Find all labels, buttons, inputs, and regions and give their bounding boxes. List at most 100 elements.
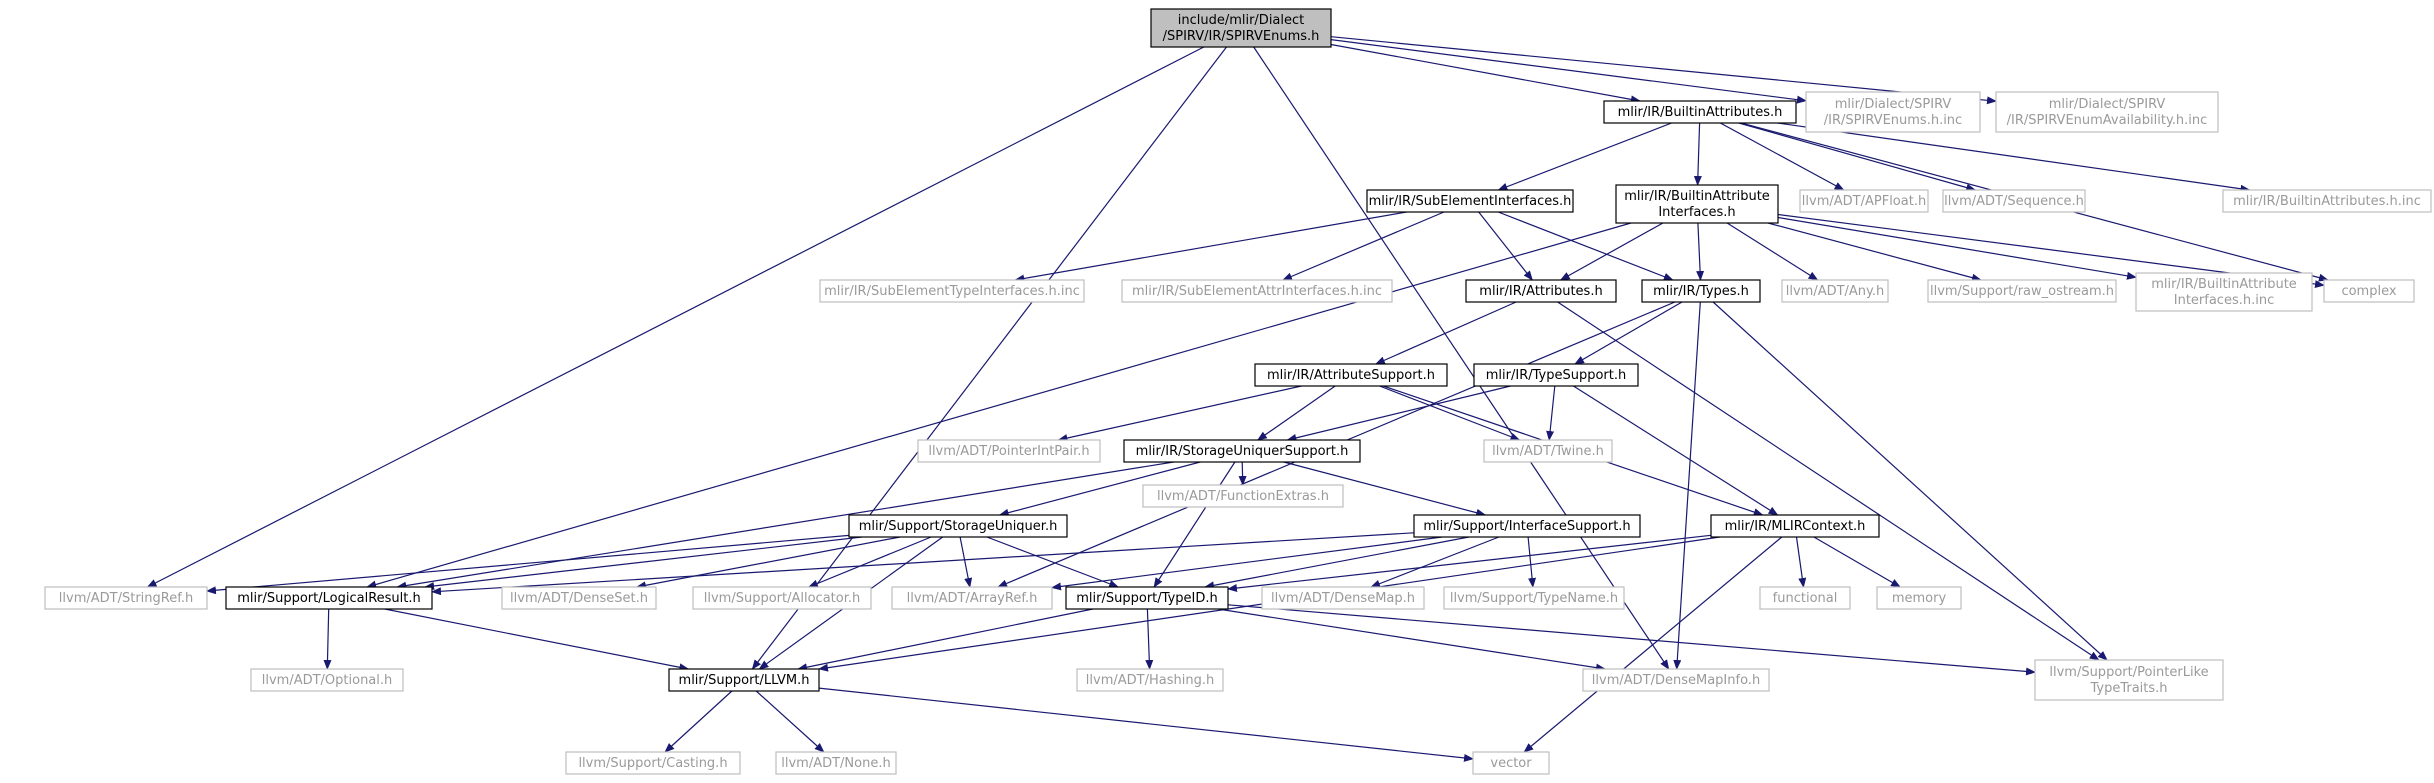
node-hashing: llvm/ADT/Hashing.h: [1076, 668, 1224, 692]
node-box-apfloat: [1799, 189, 1929, 213]
node-typeid[interactable]: mlir/Support/TypeID.h: [1065, 586, 1229, 610]
edge-types-to-typesupport: [1574, 301, 1683, 365]
node-box-typename: [1443, 586, 1625, 610]
edge-subelementinterfaces-to-subtypeinterfaces_inc: [1014, 211, 1407, 283]
edge-attributes-to-pointerlike: [1557, 301, 2100, 661]
edge-mlircontext-to-vector: [1523, 536, 1783, 753]
node-storageuniquersupport[interactable]: mlir/IR/StorageUniquerSupport.h: [1123, 439, 1361, 463]
edge-typeid-to-llvm_h: [797, 608, 1094, 672]
edge-subelementinterfaces-to-subattrinterfaces_inc: [1282, 211, 1445, 281]
node-label-typeid-0: mlir/Support/TypeID.h: [1076, 591, 1217, 606]
node-label-builtinattrinterfaces-1: Interfaces.h: [1658, 205, 1735, 220]
edge-attributesupport-to-twine: [1379, 385, 1521, 441]
edges-layer: [146, 36, 2329, 762]
node-label-types-0: mlir/IR/Types.h: [1653, 284, 1749, 299]
edge-typeid-to-hashing: [1145, 608, 1154, 670]
node-stringref: llvm/ADT/StringRef.h: [44, 586, 208, 610]
edge-typeid-to-densemapinfo: [1217, 608, 1606, 672]
node-label-subtypeinterfaces_inc-0: mlir/IR/SubElementTypeInterfaces.h.inc: [824, 284, 1080, 299]
node-label-functional-0: functional: [1773, 591, 1838, 606]
node-llvm_h[interactable]: mlir/Support/LLVM.h: [668, 668, 820, 692]
node-box-denseset: [501, 586, 657, 610]
node-densemap: llvm/ADT/DenseMap.h: [1261, 586, 1425, 610]
edge-builtinattributes-to-builtinattrs_inc: [1777, 122, 2251, 193]
node-label-storageuniquer-0: mlir/Support/StorageUniquer.h: [859, 519, 1058, 534]
edge-typesupport-to-mlircontext: [1573, 385, 1779, 516]
node-builtinattrs_inc: mlir/IR/BuiltinAttributes.h.inc: [2222, 189, 2432, 213]
node-label-storageuniquersupport-0: mlir/IR/StorageUniquerSupport.h: [1136, 444, 1349, 459]
node-label-builtinattrinterfaces_inc-0: mlir/IR/BuiltinAttribute: [2151, 277, 2297, 292]
node-box-functionextras: [1142, 484, 1344, 508]
node-subtypeinterfaces_inc: mlir/IR/SubElementTypeInterfaces.h.inc: [819, 279, 1085, 303]
edge-mlircontext-to-functional: [1795, 536, 1807, 588]
edge-types-to-densemapinfo: [1673, 301, 1701, 670]
node-box-pointerlike: [2034, 659, 2224, 701]
node-label-pointerintpair-0: llvm/ADT/PointerIntPair.h: [928, 444, 1089, 459]
node-box-subtypeinterfaces_inc: [819, 279, 1085, 303]
edge-builtinattributes-to-apfloat: [1720, 122, 1845, 191]
node-functional: functional: [1759, 586, 1851, 610]
node-label-builtinattrs_inc-0: mlir/IR/BuiltinAttributes.h.inc: [2233, 194, 2421, 209]
node-root[interactable]: include/mlir/Dialect/SPIRV/IR/SPIRVEnums…: [1150, 8, 1332, 48]
edge-builtinattrinterfaces-to-logicalresult: [366, 222, 1632, 589]
node-arrayref: llvm/ADT/ArrayRef.h: [891, 586, 1053, 610]
node-logicalresult[interactable]: mlir/Support/LogicalResult.h: [225, 586, 433, 610]
node-box-attributesupport: [1254, 363, 1448, 387]
node-box-allocator: [692, 586, 872, 610]
node-types[interactable]: mlir/IR/Types.h: [1641, 279, 1761, 303]
node-label-hashing-0: llvm/ADT/Hashing.h: [1086, 673, 1214, 688]
node-box-typeid: [1065, 586, 1229, 610]
node-builtinattributes[interactable]: mlir/IR/BuiltinAttributes.h: [1603, 100, 1797, 124]
node-complex: complex: [2323, 279, 2415, 303]
node-label-apfloat-0: llvm/ADT/APFloat.h: [1802, 194, 1926, 209]
node-attributes[interactable]: mlir/IR/Attributes.h: [1465, 279, 1617, 303]
node-box-twine: [1483, 439, 1613, 463]
node-label-pointerlike-1: TypeTraits.h: [2089, 681, 2167, 696]
edge-interfacesupport-to-arrayref: [1051, 536, 1443, 591]
edge-subelementinterfaces-to-types: [1497, 211, 1674, 281]
node-box-casting: [565, 751, 741, 775]
node-interfacesupport[interactable]: mlir/Support/InterfaceSupport.h: [1413, 514, 1641, 538]
node-label-builtinattrinterfaces_inc-1: Interfaces.h.inc: [2174, 293, 2274, 308]
node-box-builtinattrinterfaces: [1615, 184, 1779, 224]
edge-logicalresult-to-llvm_h: [384, 608, 690, 672]
edge-storageuniquer-to-arrayref: [959, 536, 973, 588]
edge-typeid-to-pointerlike: [1227, 604, 2036, 676]
edge-builtinattributes-to-sequence: [1738, 122, 1977, 192]
node-box-pointerintpair: [917, 439, 1101, 463]
edge-root-to-stringref: [146, 46, 1205, 588]
edge-subelementinterfaces-to-attributes: [1478, 211, 1533, 281]
edge-builtinattrinterfaces-to-builtinattrinterfaces_inc: [1777, 216, 2137, 280]
node-typesupport[interactable]: mlir/IR/TypeSupport.h: [1473, 363, 1639, 387]
edge-storageuniquersupport-to-logicalresult: [396, 461, 1174, 590]
node-twine: llvm/ADT/Twine.h: [1483, 439, 1613, 463]
edge-typesupport-to-twine: [1546, 385, 1556, 441]
node-label-optional-0: llvm/ADT/Optional.h: [262, 673, 393, 688]
node-label-attributes-0: mlir/IR/Attributes.h: [1479, 284, 1602, 299]
node-storageuniquer[interactable]: mlir/Support/StorageUniquer.h: [848, 514, 1068, 538]
edge-interfacesupport-to-typeid: [1204, 536, 1470, 590]
node-label-denseset-0: llvm/ADT/DenseSet.h: [510, 591, 648, 606]
edge-interfacesupport-to-typename: [1527, 536, 1537, 588]
node-casting: llvm/Support/Casting.h: [565, 751, 741, 775]
node-mlircontext[interactable]: mlir/IR/MLIRContext.h: [1710, 514, 1880, 538]
node-subelementinterfaces[interactable]: mlir/IR/SubElementInterfaces.h: [1366, 189, 1574, 213]
node-allocator: llvm/Support/Allocator.h: [692, 586, 872, 610]
node-label-attributesupport-0: mlir/IR/AttributeSupport.h: [1267, 368, 1435, 383]
node-label-sequence-0: llvm/ADT/Sequence.h: [1944, 194, 2084, 209]
node-attributesupport[interactable]: mlir/IR/AttributeSupport.h: [1254, 363, 1448, 387]
edge-storageuniquersupport-to-functionextras: [1238, 461, 1247, 486]
edge-root-to-densemapinfo: [1253, 46, 1670, 670]
node-label-raw_ostream-0: llvm/Support/raw_ostream.h: [1930, 284, 2114, 299]
node-label-logicalresult-0: mlir/Support/LogicalResult.h: [237, 591, 420, 606]
node-raw_ostream: llvm/Support/raw_ostream.h: [1927, 279, 2117, 303]
node-box-llvm_h: [668, 668, 820, 692]
edge-root-to-builtinattributes: [1330, 43, 1641, 104]
edge-storageuniquer-to-allocator: [807, 536, 932, 588]
node-box-builtinattrinterfaces_inc: [2135, 272, 2313, 312]
node-box-memory: [1876, 586, 1962, 610]
node-box-subattrinterfaces_inc: [1121, 279, 1393, 303]
node-subattrinterfaces_inc: mlir/IR/SubElementAttrInterfaces.h.inc: [1121, 279, 1393, 303]
